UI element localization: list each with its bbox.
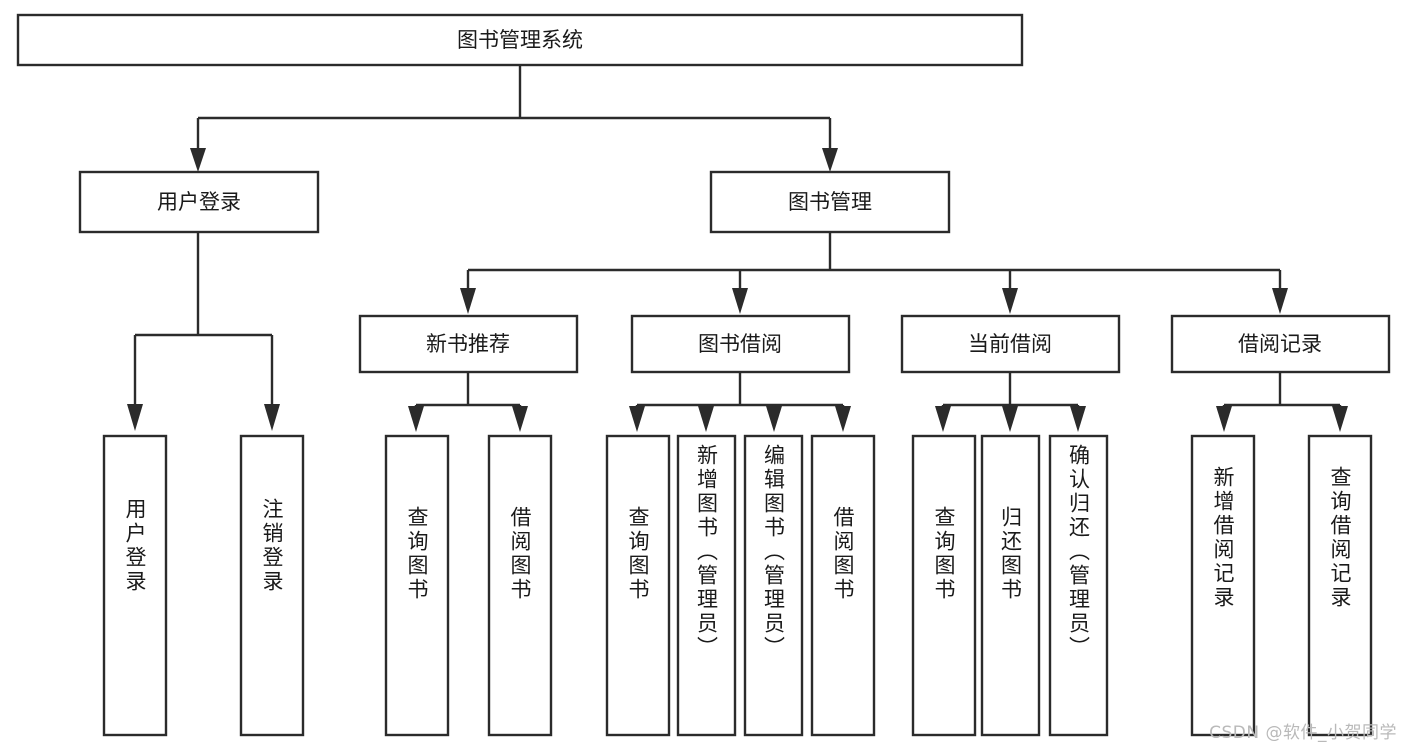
connector-group-book-borrow [629, 372, 851, 432]
node-leaf-new-book-rec-1[interactable] [384, 434, 450, 737]
node-leaf-borrow-record-2[interactable] [1307, 434, 1373, 737]
node-new-book-rec-label: 新书推荐 [426, 332, 510, 356]
node-book-borrow[interactable] [630, 314, 851, 374]
connector-group-new-book-rec [408, 372, 528, 432]
node-leaf-current-borrow-1[interactable] [911, 434, 977, 737]
connector-group-borrow-record [1216, 372, 1348, 432]
node-borrow-record-label: 借阅记录 [1238, 332, 1322, 356]
arrow-head-icon [822, 148, 838, 172]
arrow-head-icon [629, 406, 645, 432]
arrow-head-icon [766, 406, 782, 432]
connector-group-book-manage [460, 232, 1288, 314]
node-borrow-record[interactable] [1170, 314, 1391, 374]
arrow-head-icon [127, 404, 143, 431]
node-leaf-new-book-rec-2[interactable] [487, 434, 553, 737]
connector-group-user-login [127, 232, 280, 431]
arrow-head-icon [1070, 406, 1086, 432]
node-leaf-current-borrow-2[interactable] [980, 434, 1041, 737]
node-leaf-current-borrow-3[interactable] [1048, 434, 1109, 737]
arrow-head-icon [835, 406, 851, 432]
node-current-borrow[interactable] [900, 314, 1121, 374]
arrow-head-icon [1332, 406, 1348, 432]
node-current-borrow-label: 当前借阅 [968, 332, 1052, 356]
arrow-head-icon [1272, 288, 1288, 314]
connector-group-root [190, 65, 838, 172]
arrow-head-icon [264, 404, 280, 431]
node-leaf-user-login-1[interactable] [102, 434, 168, 737]
node-leaf-book-borrow-4[interactable] [810, 434, 876, 737]
node-leaf-book-borrow-2[interactable] [676, 434, 737, 737]
node-leaf-user-login-2[interactable] [239, 434, 305, 737]
arrow-head-icon [732, 288, 748, 314]
node-root-label: 图书管理系统 [457, 28, 583, 52]
node-book-manage-label: 图书管理 [788, 190, 872, 214]
arrow-head-icon [1002, 288, 1018, 314]
node-user-login[interactable] [78, 170, 320, 234]
arrow-head-icon [935, 406, 951, 432]
node-leaf-borrow-record-1[interactable] [1190, 434, 1256, 737]
arrow-head-icon [1002, 406, 1018, 432]
arrow-head-icon [408, 406, 424, 432]
node-leaf-book-borrow-1[interactable] [605, 434, 671, 737]
connector-group-current-borrow [935, 372, 1086, 432]
arrow-head-icon [190, 148, 206, 172]
arrow-head-icon [1216, 406, 1232, 432]
node-user-login-label: 用户登录 [157, 190, 241, 214]
arrow-head-icon [460, 288, 476, 314]
node-root[interactable] [16, 13, 1024, 67]
node-book-manage[interactable] [709, 170, 951, 234]
arrow-head-icon [698, 406, 714, 432]
csdn-watermark: CSDN @软件_小贺同学 [1209, 723, 1397, 743]
node-leaf-book-borrow-3[interactable] [743, 434, 804, 737]
node-new-book-rec[interactable] [358, 314, 579, 374]
arrow-head-icon [512, 406, 528, 432]
node-book-borrow-label: 图书借阅 [698, 332, 782, 356]
